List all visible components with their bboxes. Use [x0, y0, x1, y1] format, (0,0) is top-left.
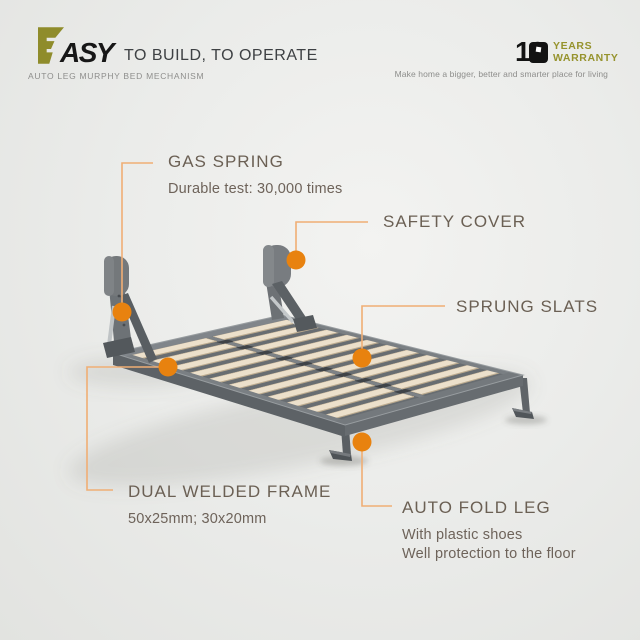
sprung-slats-dot [352, 348, 372, 368]
brand-name: ASY [60, 37, 115, 68]
safety-cover-connector [295, 221, 368, 251]
safety-cover-dot [286, 250, 306, 270]
rear-leg [512, 378, 534, 419]
brand-logo-e-icon [38, 27, 64, 64]
callout-title: DUAL WELDED FRAME [128, 482, 332, 501]
callout-auto-fold-leg: AUTO FOLD LEG With plastic shoes Well pr… [402, 498, 576, 562]
warranty-label: YEARS WARRANTY [553, 40, 619, 64]
callout-gas-spring: GAS SPRING Durable test: 30,000 times [168, 152, 342, 197]
callout-subtitle: 50x25mm; 30x20mm [128, 511, 267, 527]
callout-title: SPRUNG SLATS [456, 297, 599, 316]
callout-connectors [86, 162, 445, 507]
header-slogan: Make home a bigger, better and smarter p… [394, 69, 608, 79]
callout-dots [112, 250, 372, 452]
brand-tagline: TO BUILD, TO OPERATE [124, 47, 318, 64]
bed-frame [111, 314, 525, 437]
callout-subtitle: Well protection to the floor [402, 546, 576, 562]
sprung-slats [130, 319, 501, 419]
callout-safety-cover: SAFETY COVER [383, 212, 526, 232]
callout-title: SAFETY COVER [383, 212, 526, 231]
auto-fold-leg-connector [361, 451, 392, 507]
warranty-badge-icon [529, 42, 548, 63]
dual-welded-frame-dot [158, 357, 178, 377]
callout-sprung-slats: SPRUNG SLATS [456, 297, 598, 317]
callout-title: AUTO FOLD LEG [402, 498, 551, 517]
gas-spring-connector [121, 162, 153, 303]
right-piston [269, 295, 295, 324]
callout-subtitle: Durable test: 30,000 times [168, 181, 343, 197]
callout-subtitle: With plastic shoes [402, 527, 523, 543]
gas-spring-dot [112, 302, 132, 322]
sprung-slats-connector [361, 305, 445, 349]
callout-dual-welded-frame: DUAL WELDED FRAME 50x25mm; 30x20mm [128, 482, 331, 527]
callout-title: GAS SPRING [168, 152, 284, 171]
header-subtitle: AUTO LEG MURPHY BED MECHANISM [28, 71, 205, 81]
dual-welded-frame-connector [86, 366, 159, 491]
safety-cover-bracket [263, 245, 317, 332]
auto-fold-leg-dot [352, 432, 372, 452]
